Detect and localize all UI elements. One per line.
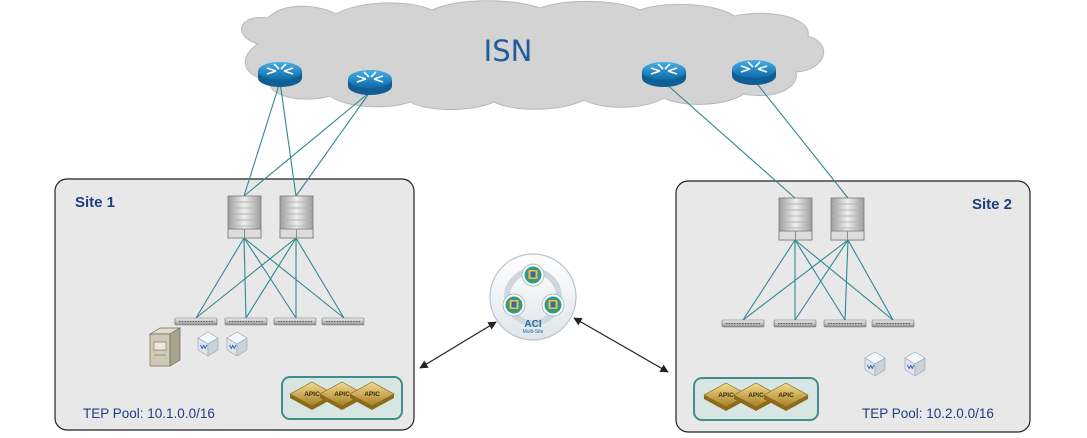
site-2-fabric-links (742, 239, 894, 321)
apic-label: APIC (718, 392, 734, 399)
isn-label: ISN (484, 34, 533, 68)
apic-controller-icon: APIC (349, 381, 395, 411)
leaf-switch-icon (871, 319, 915, 328)
apic-controller-icon: APIC (763, 382, 809, 412)
orchestrator-to-site-1-arrow (419, 321, 497, 369)
leaf-switch-icon (721, 319, 765, 328)
spine-switch-icon (830, 197, 865, 241)
site-1-tep-pool: TEP Pool: 10.1.0.0/16 (83, 406, 215, 421)
site-1-label: Site 1 (75, 194, 115, 211)
site-2-box: Site 2 TEP Pool: 10.2.0.0/16 (675, 180, 1031, 433)
site-2-apic-cluster: APIC APIC APIC (693, 377, 819, 421)
router-icon (731, 59, 777, 86)
router-icon (257, 61, 303, 88)
router-icon (641, 61, 687, 88)
multi-site-orchestrator-icon: ACI Multi-Site (489, 253, 577, 341)
spine-switch-icon (227, 195, 262, 239)
leaf-switch-icon (273, 317, 317, 326)
site-1-apic-cluster: APIC APIC APIC (281, 376, 403, 420)
spine-switch-icon (279, 195, 314, 239)
apic-label: APIC (778, 392, 794, 399)
router-icon (347, 69, 393, 96)
apic-controller-icon: APIC (733, 382, 779, 412)
site-2-tep-pool: TEP Pool: 10.2.0.0/16 (862, 406, 994, 421)
apic-label: APIC (364, 391, 380, 398)
leaf-switch-icon (174, 317, 218, 326)
apic-controller-icon: APIC (319, 381, 365, 411)
site-2-label: Site 2 (972, 196, 1012, 213)
leaf-switch-icon (823, 319, 867, 328)
leaf-switch-icon (224, 317, 268, 326)
apic-label: APIC (304, 391, 320, 398)
site-1-box: Site 1 TEP Pool: 10.1.0.0/16 (54, 178, 415, 431)
orchestrator-label: ACI (524, 319, 541, 330)
orchestrator-to-site-2-arrow (573, 317, 669, 373)
leaf-switch-icon (773, 319, 817, 328)
server-icon (148, 327, 182, 367)
spine-switch-icon (778, 197, 813, 241)
apic-label: APIC (748, 392, 764, 399)
apic-label: APIC (334, 391, 350, 398)
site-1-fabric-links (195, 237, 345, 319)
apic-controller-icon: APIC (703, 382, 749, 412)
orchestrator-sublabel: Multi-Site (523, 329, 544, 335)
leaf-switch-icon (321, 317, 365, 326)
isn-uplinks (243, 79, 849, 199)
isn-cloud: ISN (241, 0, 825, 110)
apic-controller-icon: APIC (289, 381, 335, 411)
